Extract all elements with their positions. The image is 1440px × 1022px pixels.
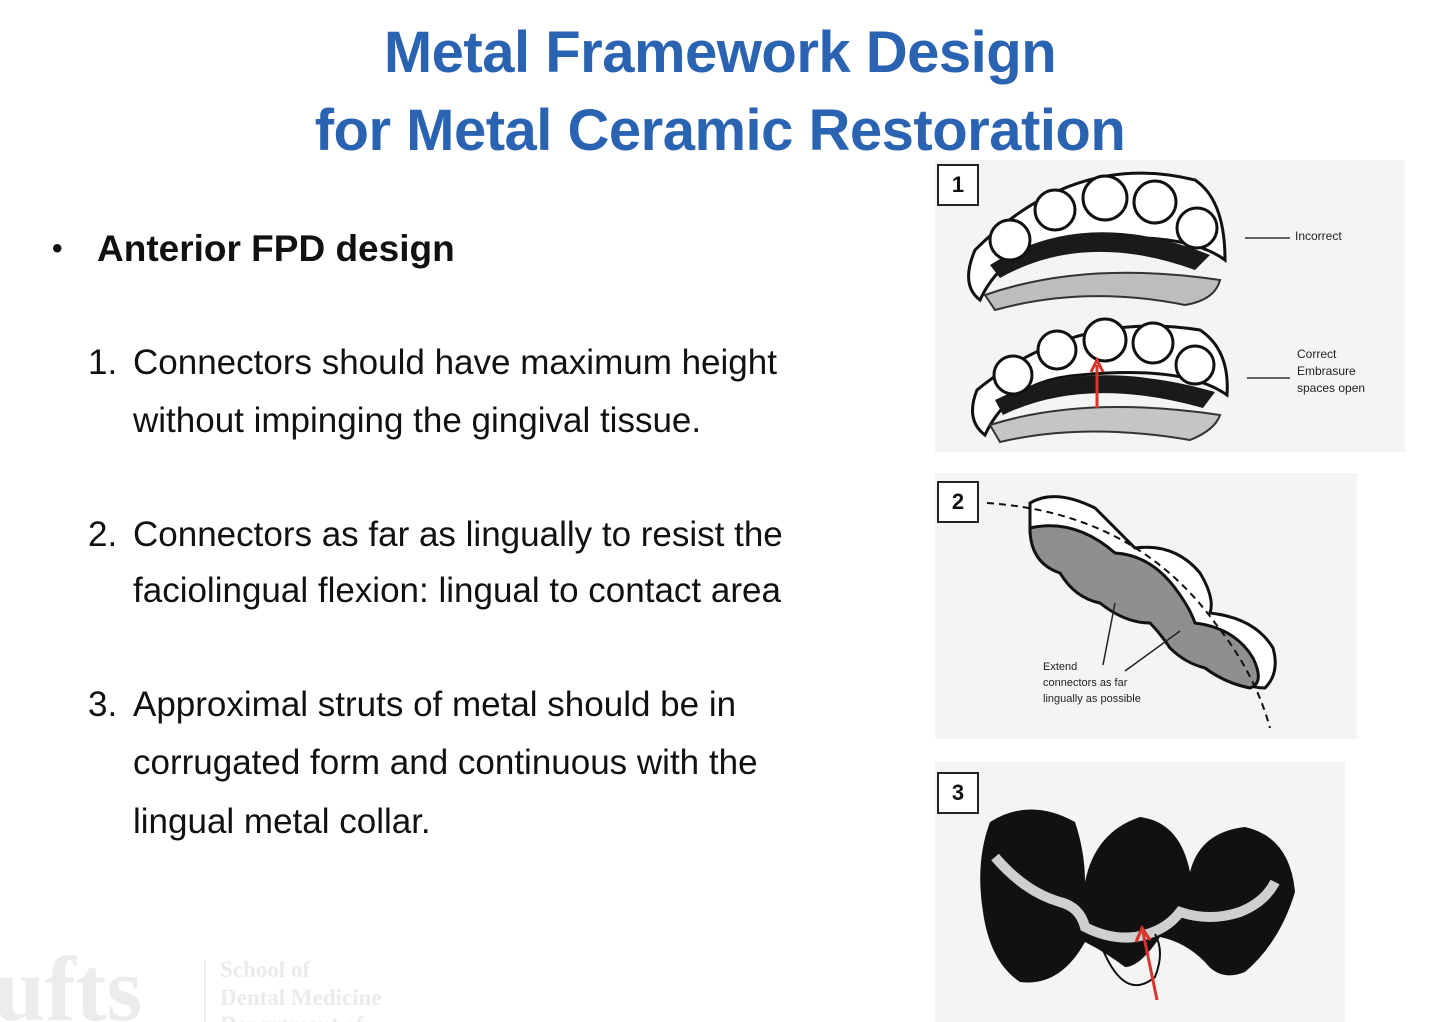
figure-label: 2 bbox=[937, 481, 979, 523]
label-correct: Correct Embrasure spaces open bbox=[1297, 346, 1365, 397]
label-extend-line: Extend bbox=[1043, 661, 1078, 673]
logo-line-2: Dental Medicine bbox=[220, 985, 382, 1010]
list-item-line: Approximal struts of metal should be in bbox=[133, 685, 737, 724]
figure-label: 1 bbox=[937, 164, 979, 206]
list-item-number: 2. bbox=[88, 515, 118, 554]
list-item-line: Connectors as far as lingually to resist… bbox=[133, 515, 783, 554]
list-item-line: without impinging the gingival tissue. bbox=[133, 401, 702, 440]
label-extend-line: connectors as far bbox=[1043, 677, 1128, 689]
list-item-line: lingual metal collar. bbox=[133, 802, 431, 841]
figure-3-drawing bbox=[980, 809, 1295, 1001]
label-extend-line: lingually as possible bbox=[1043, 693, 1141, 705]
figure-2-lingual-connectors: 2 Extend connectors as far lingually as … bbox=[935, 473, 1357, 739]
figure-2-drawing bbox=[986, 495, 1277, 729]
red-arrow-icon bbox=[1141, 931, 1159, 1001]
label-incorrect: Incorrect bbox=[1295, 229, 1342, 243]
label-correct-line: Correct bbox=[1297, 347, 1337, 361]
label-correct-line: Embrasure bbox=[1297, 364, 1356, 378]
list-item-line: faciolingual flexion: lingual to contact… bbox=[133, 571, 781, 610]
figure-3-approximal-struts: 3 bbox=[935, 762, 1345, 1022]
figure-label: 3 bbox=[937, 772, 979, 814]
logo-line-3: Department of bbox=[220, 1012, 364, 1022]
dental-arch-incorrect bbox=[967, 171, 1227, 312]
school-logo-watermark: ufts School of Dental Medicine Departmen… bbox=[0, 950, 470, 1022]
figure-1-connector-height: 1 Incorrect Correct Embrasure spaces ope… bbox=[935, 160, 1405, 452]
title-line-1: Metal Framework Design bbox=[383, 20, 1057, 85]
logo-wordmark: ufts bbox=[0, 950, 142, 1022]
list-item-number: 3. bbox=[88, 685, 118, 724]
label-extend-connectors: Extend connectors as far lingually as po… bbox=[1043, 659, 1141, 707]
dental-arch-correct bbox=[971, 317, 1229, 444]
bullet-dot-icon: • bbox=[52, 232, 63, 265]
list-item-number: 1. bbox=[88, 343, 118, 382]
title-line-2: for Metal Ceramic Restoration bbox=[314, 98, 1126, 163]
slide-title: Metal Framework Design for Metal Ceramic… bbox=[0, 14, 1440, 170]
logo-line-1: School of bbox=[220, 957, 310, 982]
label-correct-line: spaces open bbox=[1297, 381, 1366, 395]
figure-1-drawing bbox=[967, 171, 1290, 444]
list-item-line: Connectors should have maximum height bbox=[133, 343, 777, 382]
bullet-text: Anterior FPD design bbox=[97, 228, 455, 269]
list-item-line: corrugated form and continuous with the bbox=[133, 743, 758, 782]
